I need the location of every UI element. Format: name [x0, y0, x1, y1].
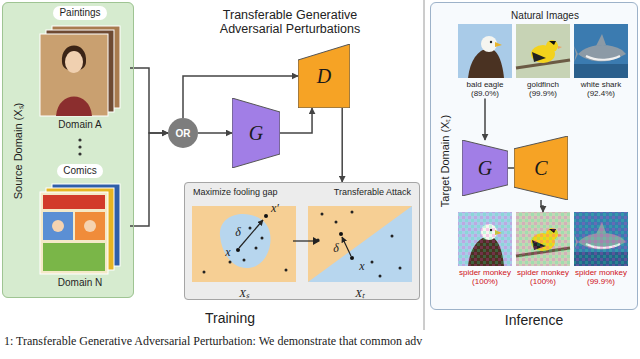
block-shape [462, 140, 508, 196]
image-tile: spider monkey (100%) [458, 212, 512, 286]
block-shape [232, 98, 280, 168]
generator-block: G [462, 140, 508, 196]
domain-heading: Source Domain (Xₛ) [10, 103, 25, 200]
network-symbol: D [317, 65, 331, 88]
flow-arrow [291, 236, 321, 246]
image-tile: bald eagle (89.0%) [458, 24, 512, 98]
image-tile: spider monkey (99.9%) [574, 212, 628, 286]
connector-arrow [541, 200, 543, 212]
domain-label: Domain N [58, 277, 102, 288]
class-prediction: bald eagle (89.0%) [458, 80, 512, 98]
math-symbol: δ [333, 241, 339, 256]
shark-photo [574, 24, 628, 78]
image-tile: goldfinch (99.9%) [516, 24, 570, 98]
network-symbol: G [249, 122, 263, 145]
flow-arrow-head [313, 237, 320, 245]
class-prediction: goldfinch (99.9%) [516, 80, 570, 98]
network-symbol: C [534, 157, 547, 180]
class-prediction: white shark (92.4%) [574, 80, 628, 98]
perturbed-shark-photo [574, 212, 628, 266]
section-label: Inference [505, 312, 563, 328]
painting-stack [40, 26, 120, 116]
source-domain-panel: Source Domain (Xₛ) PaintingsDomain A Comic… [2, 2, 134, 298]
classifier-block: C [514, 136, 568, 200]
panel-caption: Maximize fooling gap [193, 187, 278, 197]
domain-heading: Target Domain (Xₜ) [437, 115, 452, 207]
section-label: Training [205, 310, 255, 326]
comic-stack [40, 184, 120, 274]
target-domain-panel: Target Domain (Xₜ) Natural Images bald eag… [430, 2, 638, 310]
discriminator-block: D [298, 44, 350, 108]
image-tile: white shark (92.4%) [574, 24, 628, 98]
panel-heading: Transferable Generative Adversarial Pert… [200, 8, 380, 36]
junction-label: OR [176, 128, 191, 139]
perturbation-overlay [458, 212, 512, 266]
source-ground [2, 2, 134, 298]
panel-caption: Transferable Attack [334, 187, 411, 197]
image-stack: ComicsDomain N [30, 164, 130, 288]
connector-arrow [130, 68, 168, 133]
perturbation-overlay [516, 212, 570, 266]
panel-heading: Natural Images [511, 10, 579, 21]
eagle-photo [458, 24, 512, 78]
target-plot [308, 206, 412, 282]
math-symbol: x [225, 245, 230, 260]
target-ground [430, 2, 638, 310]
ellipsis-dots [78, 138, 81, 155]
connector-arrow [484, 98, 486, 140]
connector-arrow [508, 167, 514, 169]
network-symbol: G [478, 157, 492, 180]
domain-label: Domain A [58, 119, 101, 130]
domain-symbol: Xₜ [355, 285, 365, 300]
class-prediction: spider monkey (100%) [516, 268, 570, 286]
fooling-gap-panel: Maximize fooling gap Transferable Attack [184, 182, 420, 300]
domain-symbol: Xₛ [239, 285, 249, 300]
generator-block: G [232, 98, 280, 168]
goldfinch-photo [516, 24, 570, 78]
math-symbol: x′ [271, 201, 279, 216]
image-stack: PaintingsDomain A [30, 6, 130, 130]
connector-arrow [198, 132, 232, 134]
divider-line [424, 0, 425, 330]
math-symbol: x [359, 259, 364, 274]
perturbed-goldfinch-photo [516, 212, 570, 266]
connector-arrow [341, 108, 343, 182]
or-junction: OR [168, 118, 198, 148]
block-shape [298, 44, 350, 108]
math-symbol: δ [235, 225, 241, 240]
domain-name: Paintings [53, 6, 106, 20]
domain-name: Comics [57, 164, 102, 178]
perturbation-overlay [574, 212, 628, 266]
connector-arrow [280, 108, 312, 133]
fooling-ground [184, 182, 420, 300]
source-plot [192, 206, 296, 282]
class-prediction: spider monkey (99.9%) [574, 268, 628, 286]
connector-arrow [130, 133, 168, 226]
block-shape [514, 136, 568, 200]
class-prediction: spider monkey (100%) [458, 268, 512, 286]
image-tile: spider monkey (100%) [516, 212, 570, 286]
perturbed-eagle-photo [458, 212, 512, 266]
flow-arrow-line [293, 240, 314, 241]
figure-caption: 1: Transferable Generative Adversarial P… [4, 334, 422, 349]
